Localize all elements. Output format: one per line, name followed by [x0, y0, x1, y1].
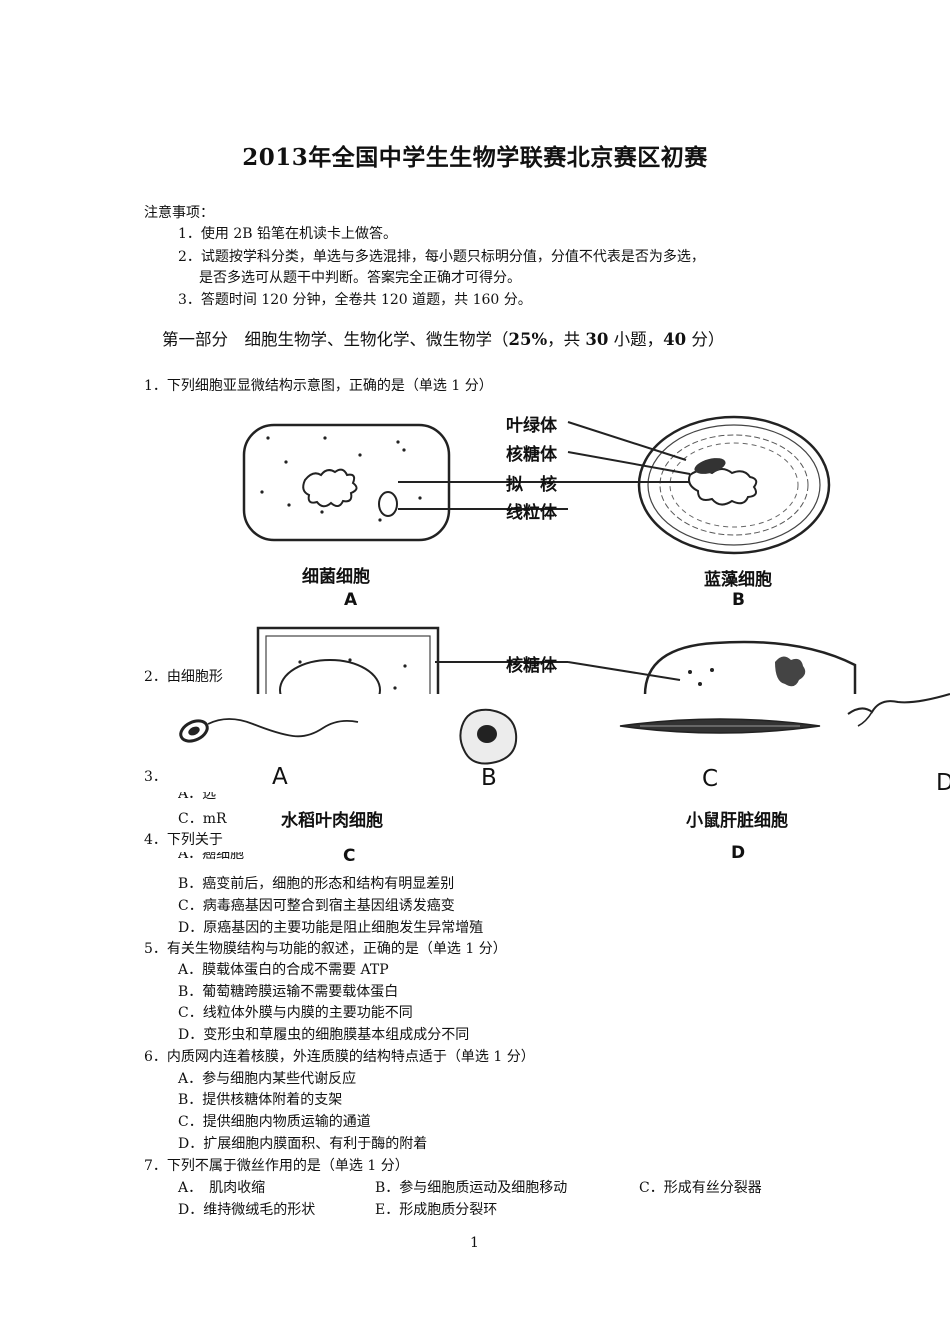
note-item: 2．试题按学科分类，单选与多选混排，每小题只标明分值，分值不代表是否为多选，: [178, 249, 705, 265]
neuron-fragment: [847, 693, 950, 715]
caption-bacterial-cell: 细菌细胞: [302, 567, 370, 587]
question-4-option-b: B．癌变前后，细胞的形态和结构有明显差别: [178, 876, 455, 892]
label-nucleoid: 拟 核: [506, 475, 557, 495]
question-3-option-a: A．选: [178, 792, 217, 800]
question-7-option-a: A． 肌肉收缩: [178, 1180, 266, 1196]
question-7-option-e: E．形成胞质分裂环: [375, 1202, 498, 1218]
section-pct: 25%: [508, 330, 548, 349]
question-6: 6．内质网内连着核膜，外连质膜的结构特点适于（单选 1 分）: [144, 1049, 535, 1065]
section-heading: 第一部分 细胞生物学、生物化学、微生物学（25%，共 30 小题，40 分）: [162, 329, 724, 351]
question-7-option-d: D．维持微绒毛的形状: [178, 1202, 316, 1218]
question-4-option-a: A．癌细胞: [178, 852, 245, 862]
figure2-label-c: C: [702, 766, 719, 792]
question-2: 2．由细胞形: [144, 669, 223, 685]
section-suffix: 分）: [686, 330, 725, 349]
figure2-label-b: B: [481, 765, 497, 791]
section-mid2: 小题，: [608, 330, 664, 349]
caption-rice-leaf-cell: 水稻叶肉细胞: [281, 811, 383, 831]
note-item: 是否多选可从题干中判断。答案完全正确才可得分。: [199, 270, 521, 286]
question-6-option-d: D．扩展细胞内膜面积、有利于酶的附着: [178, 1136, 428, 1152]
caption-cyanobacterium: 蓝藻细胞: [704, 570, 772, 590]
label-ribosome: 核糖体: [506, 445, 557, 465]
figure2-label-d: D: [936, 770, 950, 796]
notes-heading: 注意事项：: [144, 205, 214, 221]
question-4: 4．下列关于: [144, 832, 223, 848]
caption-mouse-liver-cell: 小鼠肝脏细胞: [686, 811, 788, 831]
question-5-option-c: C．线粒体外膜与内膜的主要功能不同: [178, 1005, 413, 1021]
label-mitochondrion: 线粒体: [506, 503, 557, 523]
page-title: 2013年全国中学生生物学联赛北京赛区初赛: [242, 144, 708, 171]
question-3: 3．: [144, 769, 167, 785]
question-5-option-a: A．膜载体蛋白的合成不需要 ATP: [178, 962, 389, 978]
cell-shapes-figure: [179, 693, 950, 765]
cyanobacterium-outer: [637, 415, 831, 555]
caption-letter-b: B: [732, 590, 745, 610]
figure2-overlay: [160, 694, 950, 806]
animal-cell-organelle: [775, 656, 806, 687]
bacterial-mitochondrion: [378, 491, 398, 517]
cyanobacterium-chloroplast: [694, 458, 726, 474]
question-5-option-d: D．变形虫和草履虫的细胞膜基本组成成分不同: [178, 1027, 470, 1043]
caption-letter-a: A: [344, 590, 358, 610]
question-4-option-d: D．原癌基因的主要功能是阻止细胞发生异常增殖: [178, 920, 484, 936]
caption-letter-d: D: [731, 843, 746, 863]
page-number: 1: [470, 1235, 479, 1251]
caption-letter-c: C: [343, 846, 356, 866]
cell-diagram-figure: [242, 415, 857, 740]
bacterial-nucleoid: [302, 468, 358, 508]
question-5: 5．有关生物膜结构与功能的叙述，正确的是（单选 1 分）: [144, 941, 507, 957]
question-6-option-c: C．提供细胞内物质运输的通道: [178, 1114, 371, 1130]
question-7-option-c: C．形成有丝分裂器: [639, 1180, 762, 1196]
question-6-option-a: A．参与细胞内某些代谢反应: [178, 1071, 357, 1087]
question-1: 1．下列细胞亚显微结构示意图，正确的是（单选 1 分）: [144, 378, 493, 394]
question-7: 7．下列不属于微丝作用的是（单选 1 分）: [144, 1158, 409, 1174]
cyanobacterium-nucleoid: [688, 468, 758, 506]
question-4-option-c: C．病毒癌基因可整合到宿主基因组诱发癌变: [178, 898, 455, 914]
note-item: 1．使用 2B 铅笔在机读卡上做答。: [178, 226, 398, 242]
question-6-option-b: B．提供核糖体附着的支架: [178, 1092, 343, 1108]
section-score: 40: [663, 330, 687, 349]
section-prefix: 第一部分 细胞生物学、生物化学、微生物学（: [162, 330, 509, 349]
question-3-option-c: C．mR: [178, 811, 227, 827]
animal-cell-outline: [643, 640, 857, 705]
figure2-label-a: A: [272, 764, 288, 790]
sperm-tail: [207, 718, 359, 738]
question-7-option-b: B．参与细胞质运动及细胞移动: [375, 1180, 568, 1196]
section-count: 30: [585, 330, 609, 349]
label-chloroplast: 叶绿体: [506, 416, 557, 436]
sperm-head: [179, 719, 209, 743]
section-mid1: ，共: [547, 330, 586, 349]
label-ribosome-2: 核糖体: [506, 656, 557, 676]
question-5-option-b: B．葡萄糖跨膜运输不需要载体蛋白: [178, 984, 399, 1000]
note-item: 3．答题时间 120 分钟，全卷共 120 道题，共 160 分。: [178, 292, 532, 308]
